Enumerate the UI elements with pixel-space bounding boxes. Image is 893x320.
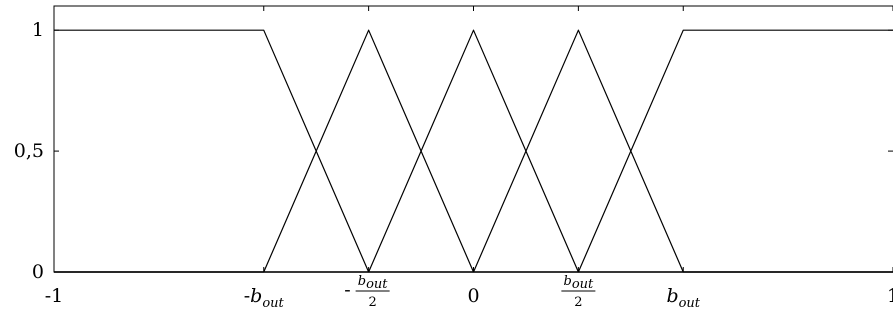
plot-frame xyxy=(53,5,893,273)
y-tick-label: 0 xyxy=(32,261,44,283)
y-tick-label: 0,5 xyxy=(14,140,44,162)
x-tick-label: 1 xyxy=(887,285,893,307)
y-tick-label: 1 xyxy=(32,19,44,41)
axis-frame xyxy=(53,5,893,273)
x-tick-label: -1 xyxy=(45,285,64,307)
series-line-4 xyxy=(54,29,893,273)
x-tick-text: -1 xyxy=(45,285,64,307)
x-tick-numerator: bout xyxy=(563,274,594,292)
series-line-5 xyxy=(54,29,893,273)
series-line-2 xyxy=(54,29,893,273)
x-tick-denominator: 2 xyxy=(368,295,376,310)
x-tick-text: -bout xyxy=(244,285,285,311)
x-tick-denominator: 2 xyxy=(574,295,582,310)
series-lines xyxy=(54,29,893,273)
x-tick-label: 0 xyxy=(467,285,479,307)
x-tick-label: -bout xyxy=(244,285,285,311)
x-tick-text: 0 xyxy=(467,285,479,307)
tick-labels: -1 -bout bout 2 - 0 bout 2 bout 1 0 0,5 1 xyxy=(14,19,893,311)
series-line-1 xyxy=(54,29,893,273)
x-tick-label: bout 2 xyxy=(561,274,596,310)
x-tick-minus: - xyxy=(344,279,350,301)
series-line-3 xyxy=(54,29,893,273)
x-tick-label: bout xyxy=(666,285,700,311)
x-tick-label: bout 2 - xyxy=(344,274,390,310)
x-tick-numerator: bout xyxy=(358,274,389,292)
x-tick-text: 1 xyxy=(887,285,893,307)
x-tick-text: bout xyxy=(666,285,700,311)
